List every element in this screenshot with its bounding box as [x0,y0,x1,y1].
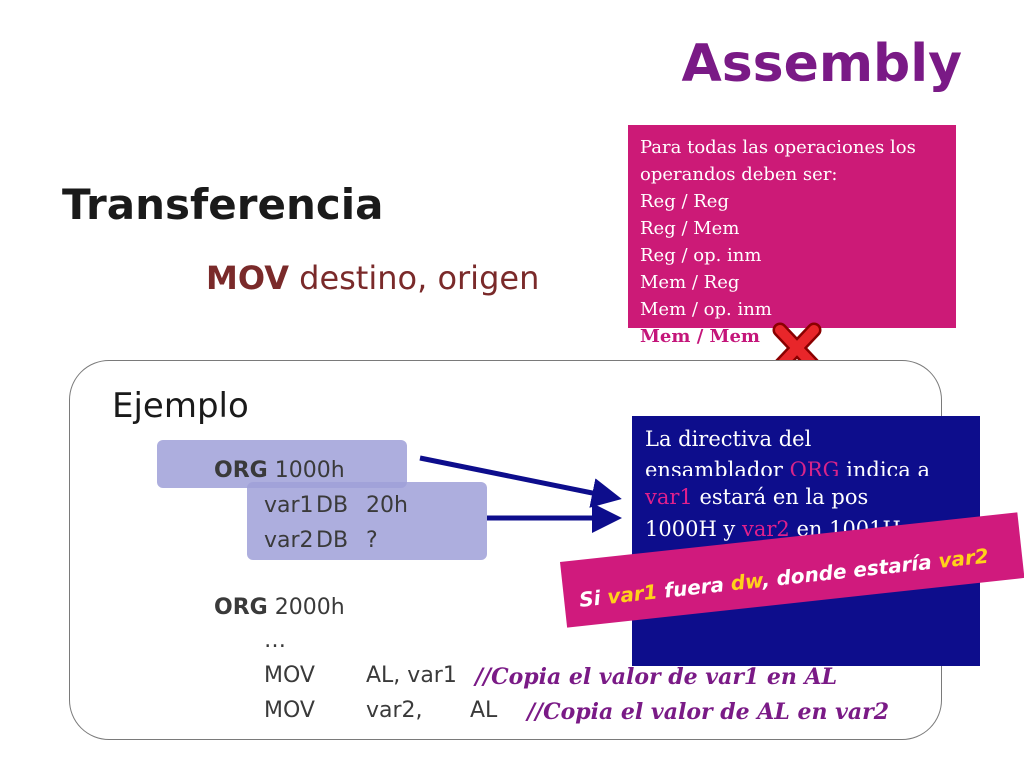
code-var1-type: DB [316,493,349,518]
org-value: 2000h [274,595,345,620]
code-var2-type: DB [316,528,349,553]
operands-box [628,125,956,328]
info-line-3-rest: estará en la pos [692,485,869,509]
operand-item: Mem / Reg [640,272,740,293]
operands-intro-2: operandos deben ser: [640,164,838,185]
banner-dw: dw [729,568,764,596]
operand-item: Reg / Mem [640,218,740,239]
example-label: Ejemplo [112,386,249,426]
code-mov1-op: MOV [264,663,315,688]
org-value: 1000h [274,458,345,483]
info-lines-3-4: var1 estará en la pos 1000H y var2 en 10… [645,481,975,545]
arrow-org-to-info [419,455,622,508]
code-mov1-comment: //Copia el valor de var1 en AL [475,664,838,690]
code-org-2: ORG 2000h [214,595,345,620]
operands-list: Para todas las operaciones los operandos… [640,134,916,350]
operand-item: Mem / op. inm [640,299,772,320]
code-var1-name: var1 [264,493,314,518]
code-mov2-arg1: var2, [366,698,423,723]
info-var1: var1 [645,485,693,509]
code-mov1-args: AL, var1 [366,663,457,688]
operand-item-invalid: Mem / Mem [640,326,760,347]
info-line-4-pre: 1000H y [645,517,742,541]
syntax-keyword: MOV [206,259,289,297]
operands-intro-1: Para todas las operaciones los [640,137,916,158]
vars-highlight [247,482,487,560]
org-keyword: ORG [214,595,268,620]
code-var2-value: ? [366,528,378,553]
code-var2-name: var2 [264,528,314,553]
syntax-line: MOV destino, origen [206,259,539,297]
org-highlight [157,440,407,488]
operand-item: Reg / op. inm [640,245,762,266]
section-title: Transferencia [62,180,384,229]
code-ellipsis: … [264,628,286,653]
code-var1-value: 20h [366,493,408,518]
code-mov2-arg2: AL [470,698,498,723]
syntax-rest: destino, origen [288,259,540,297]
code-org-1: ORG 1000h [214,458,345,483]
code-mov2-op: MOV [264,698,315,723]
info-line-1: La directiva del [645,427,812,451]
banner-part: Si [578,584,609,612]
page-title: Assembly [681,34,962,94]
code-mov2-comment: //Copia el valor de AL en var2 [527,699,890,725]
org-keyword: ORG [214,458,268,483]
operand-item: Reg / Reg [640,191,729,212]
